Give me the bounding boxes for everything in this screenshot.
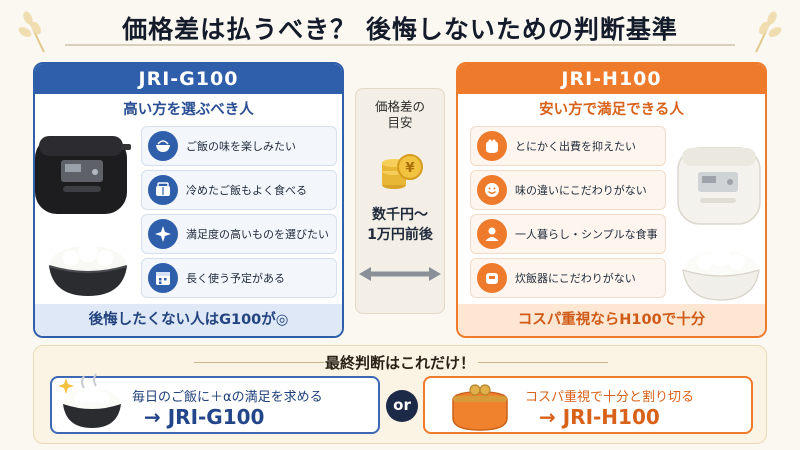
or-badge: or	[386, 390, 418, 422]
list-item: 満足度の高いものを選びたい	[141, 214, 337, 254]
list-item-text: 満足度の高いものを選びたい	[186, 228, 329, 241]
choice-jri-g100: 毎日のご飯に＋αの満足を求める → JRI-G100	[50, 373, 380, 434]
panel-subheading: 高い方を選ぶべき人	[123, 102, 254, 118]
rice-bowl-white-icon	[682, 246, 760, 301]
list-item: 味の違いにこだわりがない	[470, 170, 666, 210]
wallet-icon	[477, 131, 507, 161]
panel-footer: コスパ重視ならH100で十分	[458, 304, 765, 336]
final-decision-section: 最終判断はこれだけ！ 毎日のご飯に＋αの満足を求める → JRI-G100 or…	[33, 345, 767, 444]
rice-bowl-dark-icon	[48, 242, 128, 296]
list-item-text: 味の違いにこだわりがない	[515, 184, 647, 197]
title-divider	[65, 44, 735, 46]
coin-purse-icon	[452, 384, 508, 431]
final-rule-left	[194, 362, 324, 363]
final-rule-right	[478, 362, 608, 363]
price-difference-value: 数千円～ 1万円前後	[367, 207, 433, 243]
price-difference-label: 価格差の 目安	[374, 99, 425, 130]
choice-description: コスパ重視で十分と割り切る	[525, 390, 695, 405]
person-icon	[477, 219, 507, 249]
wheat-left-icon	[18, 11, 45, 53]
panel-heading: JRI-H100	[458, 64, 765, 94]
criteria-list: とにかく出費を抑えたい 味の違いにこだわりがない 一人暮らし・シンプルな食事 炊…	[470, 126, 666, 302]
smiley-icon	[477, 175, 507, 205]
list-item-text: 炊飯器にこだわりがない	[515, 272, 636, 285]
choice-target: → JRI-H100	[539, 405, 660, 429]
list-item-text: 長く使う予定がある	[186, 272, 285, 285]
rice-cooker-icon	[477, 263, 507, 293]
panel-subheading: 安い方で満足できる人	[539, 102, 684, 118]
list-item: ご飯の味を楽しみたい	[141, 126, 337, 166]
double-arrow-icon	[359, 267, 441, 281]
list-item-text: ご飯の味を楽しみたい	[186, 140, 296, 153]
list-item-text: とにかく出費を抑えたい	[515, 140, 636, 153]
panel-jri-h100: JRI-H100 安い方で満足できる人 とにかく出費を抑えたい 味の違いにこだわ…	[456, 62, 767, 338]
lunchbox-icon	[148, 175, 178, 205]
list-item: 長く使う予定がある	[141, 258, 337, 298]
list-item: 炊飯器にこだわりがない	[470, 258, 666, 298]
choice-description: 毎日のご飯に＋αの満足を求める	[132, 390, 323, 405]
panel-heading: JRI-G100	[35, 64, 342, 94]
panel-jri-g100: JRI-G100 高い方を選ぶべき人 ご飯の味を楽しみたい 冷めたご飯もよ	[33, 62, 344, 338]
panel-footer: 後悔したくない人はG100が◎	[35, 304, 342, 336]
rice-bowl-icon	[148, 131, 178, 161]
list-item-text: 一人暮らし・シンプルな食事	[515, 228, 658, 241]
list-item: とにかく出費を抑えたい	[470, 126, 666, 166]
criteria-list: ご飯の味を楽しみたい 冷めたご飯もよく食べる 満足度の高いものを選びたい 長く使…	[141, 126, 337, 302]
list-item-text: 冷めたご飯もよく食べる	[186, 184, 307, 197]
list-item: 冷めたご飯もよく食べる	[141, 170, 337, 210]
svg-text:¥: ¥	[405, 161, 414, 176]
list-item: 一人暮らし・シンプルな食事	[470, 214, 666, 254]
calendar-icon	[148, 263, 178, 293]
choice-jri-h100: コスパ重視で十分と割り切る → JRI-H100	[423, 376, 753, 434]
black-rice-cooker-icon	[35, 136, 131, 214]
steaming-rice-bowl-icon	[58, 373, 121, 428]
wheat-right-icon	[755, 11, 782, 53]
page-title: 価格差は払うべき？ 後悔しないための判断基準	[122, 15, 678, 44]
final-decision-title: 最終判断はこれだけ！	[324, 354, 475, 372]
coin-stack-icon: ¥	[382, 154, 423, 189]
choice-target: → JRI-G100	[144, 405, 265, 429]
white-rice-cooker-icon	[677, 147, 761, 225]
sparkle-icon	[148, 219, 178, 249]
